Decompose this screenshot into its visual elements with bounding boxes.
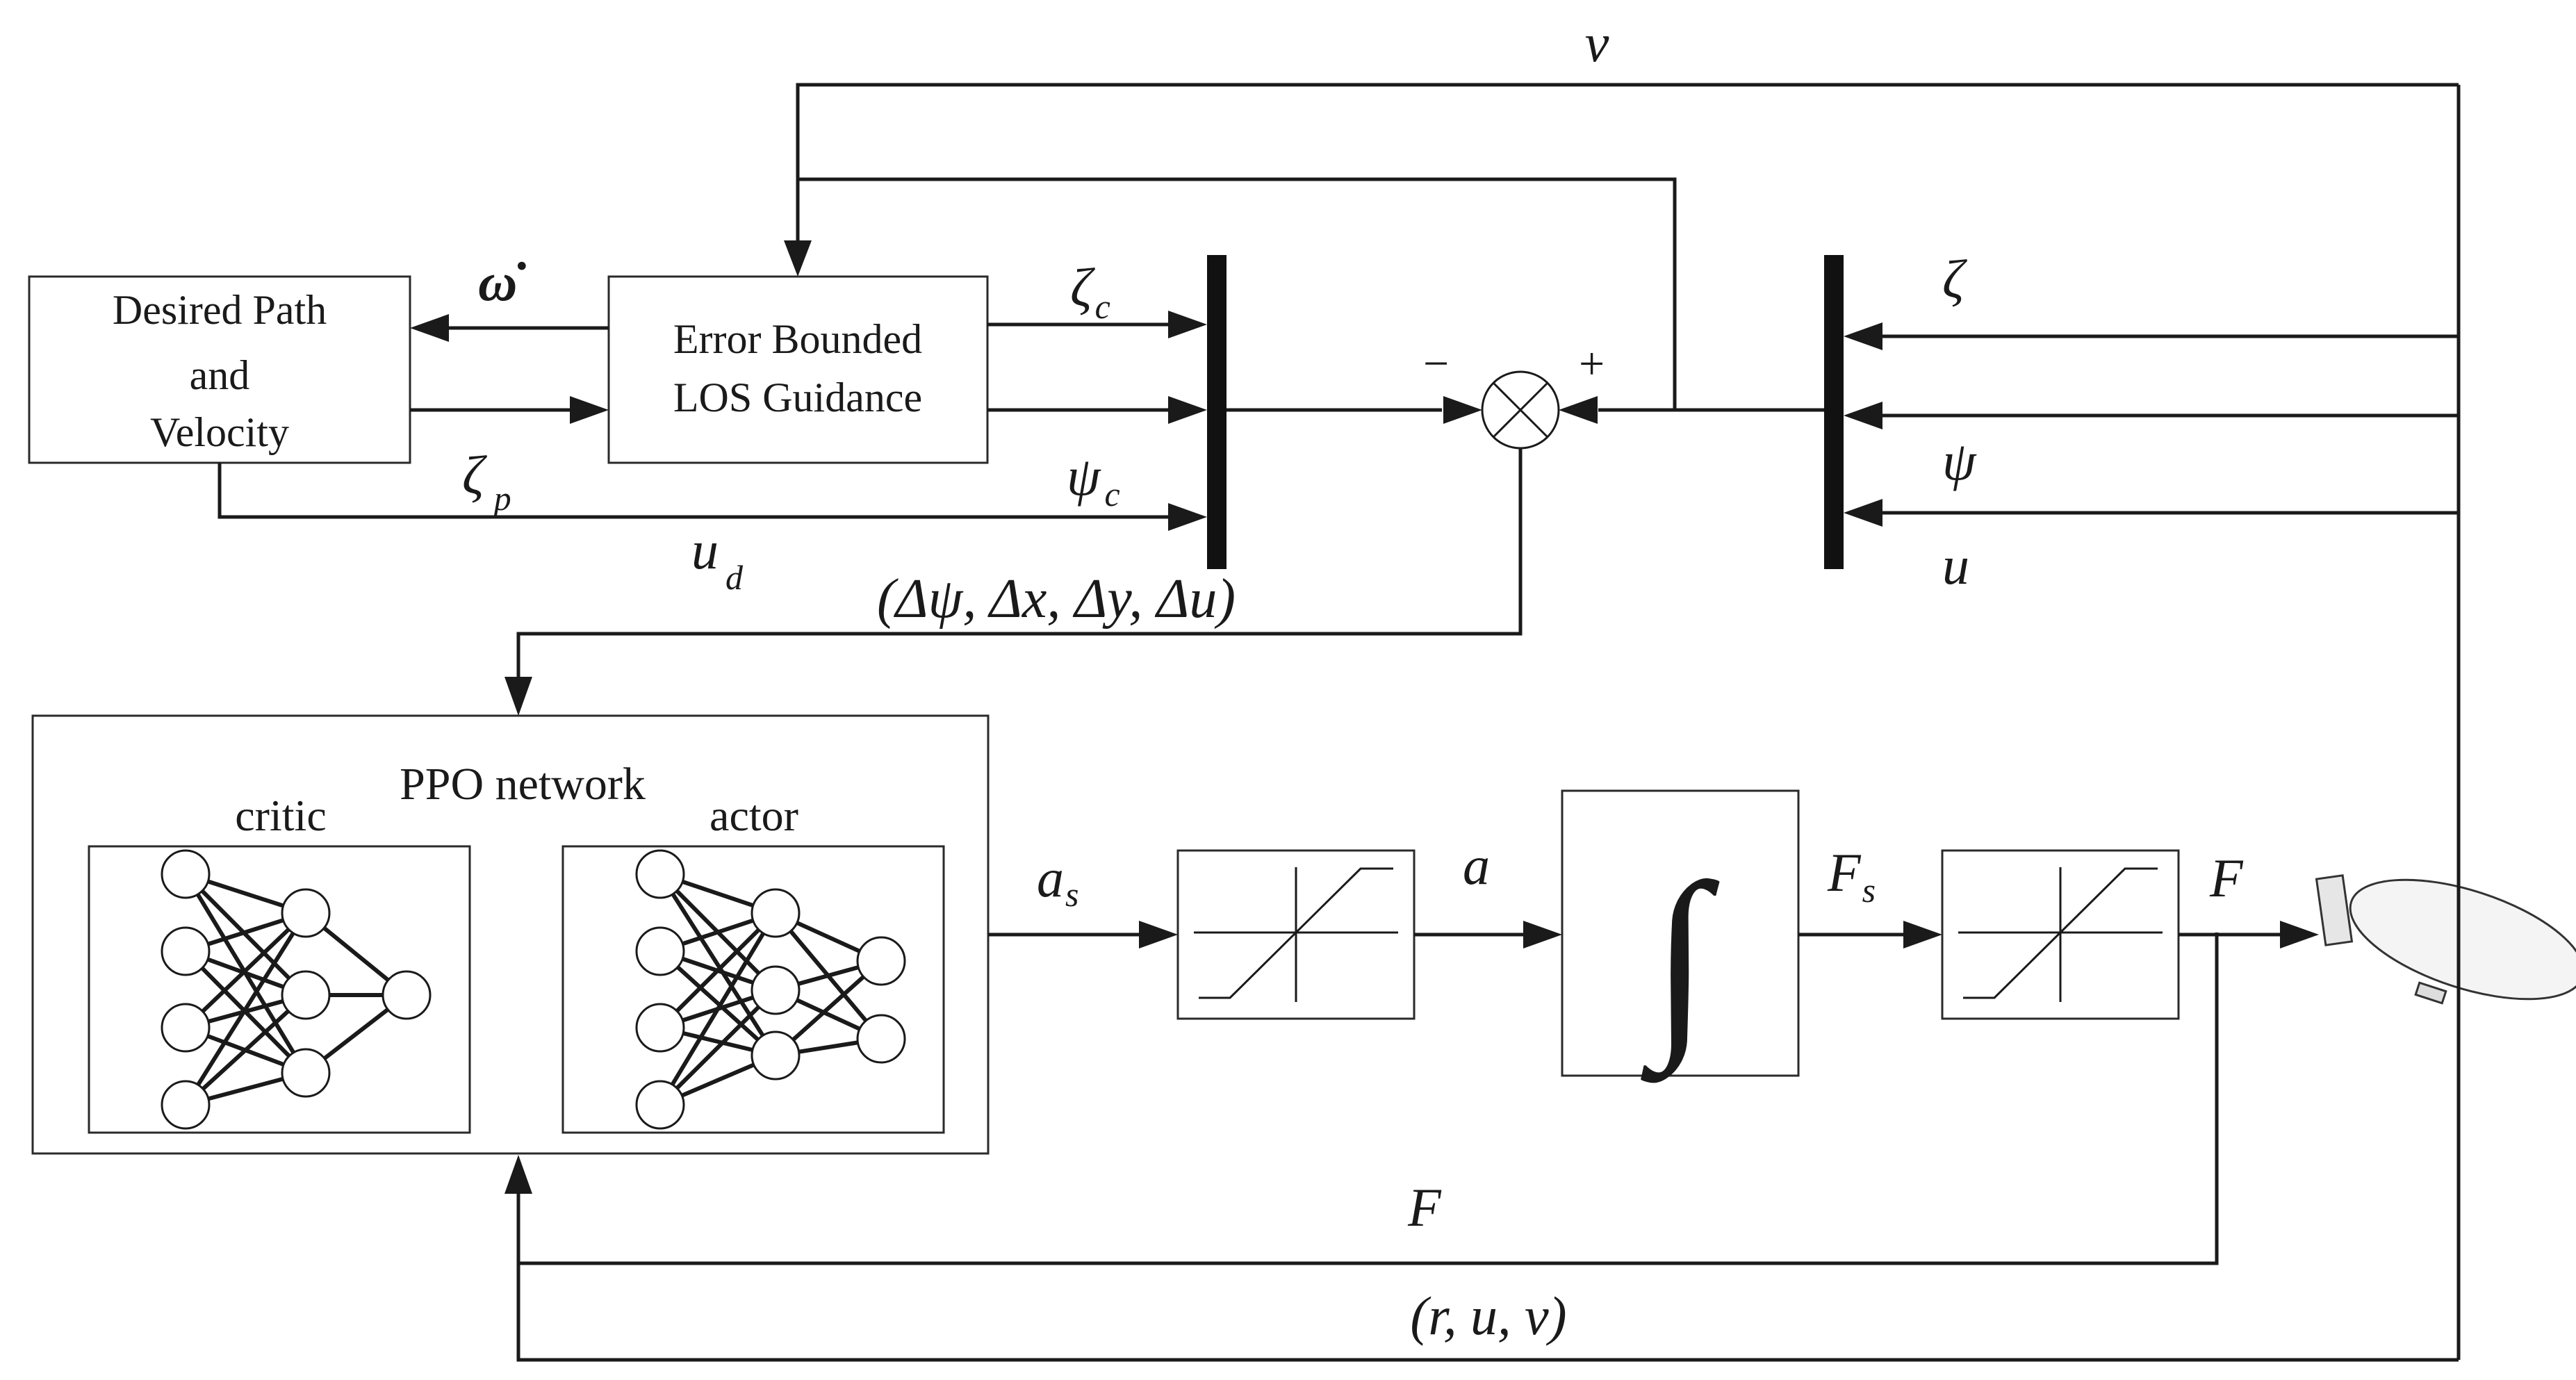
label-plus: +	[1579, 338, 1605, 389]
arrow-right-as	[1139, 921, 1178, 948]
label-zeta: ζ	[1942, 249, 1967, 309]
label-f-s: Fs	[1827, 842, 1876, 910]
label-u: u	[1942, 535, 1969, 595]
critic-input-neuron	[161, 849, 211, 899]
ppo-network-block: PPO network critic actor	[31, 714, 990, 1155]
actor-hidden-neuron	[750, 965, 801, 1015]
actor-input-neuron	[635, 1080, 685, 1130]
summing-junction	[1481, 370, 1560, 450]
arrow-right-a	[1523, 921, 1562, 948]
desired-path-line-3: Velocity	[150, 409, 289, 455]
arrow-right-mid	[1168, 396, 1207, 424]
ppo-network-title: PPO network	[400, 759, 646, 810]
arrow-left-u	[1844, 499, 1882, 527]
arrow-left-psi	[1844, 402, 1882, 429]
arrow-right-fs	[1903, 921, 1942, 948]
los-guidance-line-1: Error Bounded	[673, 316, 922, 362]
saturation-block-2	[1941, 849, 2180, 1020]
arrowheads	[410, 240, 2319, 1194]
actor-input-neuron	[635, 1003, 685, 1053]
saturation-block-1	[1176, 849, 1416, 1020]
arrow-right-los	[570, 396, 609, 424]
actor-output-neuron	[856, 936, 906, 986]
integral-icon: ∫	[1639, 841, 1720, 1085]
vehicle-icon	[2315, 874, 2576, 1005]
arrow-down-ppo	[504, 677, 532, 716]
critic-label: critic	[235, 791, 326, 840]
actor-input-neuron	[635, 926, 685, 976]
critic-hidden-neuron	[281, 970, 331, 1020]
mux-bar-right	[1824, 255, 1844, 569]
label-psi: ψ	[1942, 431, 1977, 491]
actor-label: actor	[709, 791, 798, 840]
mux-bar-left	[1207, 255, 1227, 569]
actor-network	[561, 845, 945, 1134]
desired-path-block: Desired Path and Velocity	[28, 275, 411, 464]
los-guidance-line-2: LOS Guidance	[673, 375, 922, 420]
desired-path-line-2: and	[190, 352, 250, 398]
signal-lines	[218, 83, 2461, 1362]
arrow-up-ppo	[504, 1155, 532, 1194]
label-minus: −	[1423, 338, 1449, 389]
arrow-left-omega	[410, 314, 449, 342]
actor-hidden-neuron	[750, 888, 801, 938]
arrow-right-zeta-c	[1168, 311, 1207, 338]
critic-input-neuron	[161, 1003, 211, 1053]
critic-network	[88, 845, 471, 1134]
arrow-right-minus	[1443, 396, 1482, 424]
actor-input-neuron	[635, 849, 685, 899]
label-zeta-c: ζc	[1070, 257, 1110, 326]
label-error-vector: (Δψ, Δx, Δy, Δu)	[877, 568, 1236, 630]
label-f-out: F	[2209, 848, 2244, 908]
arrow-right-f	[2280, 921, 2319, 948]
critic-input-neuron	[161, 1080, 211, 1130]
label-feedback-state: (r, u, v)	[1410, 1285, 1566, 1346]
los-guidance-block: Error Bounded LOS Guidance	[607, 275, 989, 464]
label-a: a	[1463, 835, 1490, 896]
label-a-s: as	[1037, 848, 1078, 914]
arrow-left-zeta	[1844, 322, 1882, 350]
actor-output-neuron	[856, 1014, 906, 1064]
critic-output-neuron	[382, 970, 432, 1020]
label-f-feedback: F	[1407, 1177, 1442, 1238]
critic-hidden-neuron	[281, 1048, 331, 1098]
desired-path-line-1: Desired Path	[113, 287, 327, 333]
critic-input-neuron	[161, 926, 211, 976]
arrow-right-psi-c	[1168, 503, 1207, 531]
label-omega-dot: ω̇	[478, 252, 526, 312]
integrator-block: ∫	[1561, 789, 1800, 1085]
arrow-left-plus	[1559, 396, 1598, 424]
actor-hidden-neuron	[750, 1030, 801, 1081]
arrow-down-los	[784, 240, 812, 277]
label-v: v	[1585, 13, 1609, 73]
critic-hidden-neuron	[281, 888, 331, 938]
